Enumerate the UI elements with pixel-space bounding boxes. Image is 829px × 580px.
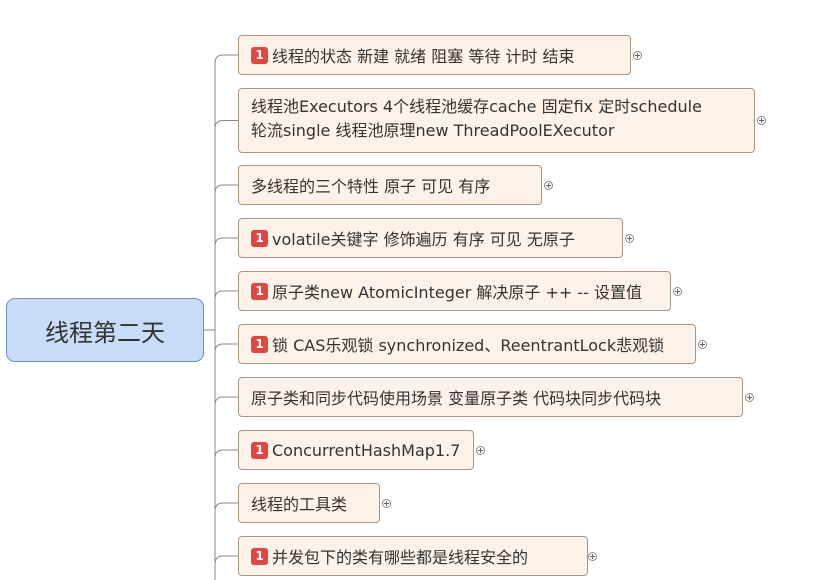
expand-icon[interactable] <box>633 51 642 60</box>
topic-atomic-class[interactable]: 1 原子类new AtomicInteger 解决原子 ++ -- 设置值 <box>238 271 671 311</box>
topic-thread-pool[interactable]: 线程池Executors 4个线程池缓存cache 固定fix 定时schedu… <box>238 88 755 153</box>
topic-usage-scenarios[interactable]: 原子类和同步代码使用场景 变量原子类 代码块同步代码块 <box>238 377 743 417</box>
expand-icon[interactable] <box>544 181 553 190</box>
topic-concurrent-package[interactable]: 1 并发包下的类有哪些都是线程安全的 <box>238 536 588 576</box>
topic-label-line-1: 线程池Executors 4个线程池缓存cache 固定fix 定时schedu… <box>251 97 702 116</box>
branch-connector <box>214 396 238 406</box>
priority-1-icon: 1 <box>251 46 268 64</box>
priority-1-icon: 1 <box>251 335 268 353</box>
topic-label: ConcurrentHashMap1.7 <box>272 440 461 460</box>
branch-connector <box>214 555 238 565</box>
priority-1-icon: 1 <box>251 441 268 459</box>
branch-connector <box>214 237 238 247</box>
topic-thread-states[interactable]: 1 线程的状态 新建 就绪 阻塞 等待 计时 结束 <box>238 35 631 75</box>
branch-connector <box>214 290 238 300</box>
topic-label-line-2: 轮流single 线程池原理new ThreadPoolEXecutor <box>251 121 615 140</box>
topic-label: 线程的状态 新建 就绪 阻塞 等待 计时 结束 <box>272 47 575 66</box>
expand-icon[interactable] <box>588 552 597 561</box>
branch-connector <box>214 502 238 512</box>
topic-label: 并发包下的类有哪些都是线程安全的 <box>272 548 529 567</box>
expand-icon[interactable] <box>698 340 707 349</box>
branch-connector <box>214 184 238 194</box>
topic-locks[interactable]: 1 锁 CAS乐观锁 synchronized、ReentrantLock悲观锁 <box>238 324 696 364</box>
topic-concurrent-hashmap[interactable]: 1 ConcurrentHashMap1.7 <box>238 430 474 470</box>
branch-connector <box>214 343 238 353</box>
priority-1-icon: 1 <box>251 547 268 565</box>
topic-label: 锁 CAS乐观锁 synchronized、ReentrantLock悲观锁 <box>272 336 665 355</box>
topic-volatile[interactable]: 1 volatile关键字 修饰遍历 有序 可见 无原子 <box>238 218 623 258</box>
branch-connector <box>214 54 238 64</box>
topic-three-properties[interactable]: 多线程的三个特性 原子 可见 有序 <box>238 165 542 205</box>
topic-label: volatile关键字 修饰遍历 有序 可见 无原子 <box>272 230 575 249</box>
expand-icon[interactable] <box>745 393 754 402</box>
topic-label: 多线程的三个特性 原子 可见 有序 <box>251 177 491 196</box>
priority-1-icon: 1 <box>251 229 268 247</box>
expand-icon[interactable] <box>673 287 682 296</box>
topic-label: 原子类和同步代码使用场景 变量原子类 代码块同步代码块 <box>251 389 662 408</box>
topic-label: 线程的工具类 <box>251 495 348 514</box>
topic-thread-utilities[interactable]: 线程的工具类 <box>238 483 380 523</box>
branch-connector <box>214 449 238 459</box>
branch-connector <box>214 120 238 129</box>
expand-icon[interactable] <box>757 116 766 125</box>
expand-icon[interactable] <box>625 234 634 243</box>
expand-icon[interactable] <box>382 499 391 508</box>
expand-icon[interactable] <box>476 446 485 455</box>
central-topic-label: 线程第二天 <box>45 318 165 347</box>
priority-1-icon: 1 <box>251 282 268 300</box>
topic-label: 原子类new AtomicInteger 解决原子 ++ -- 设置值 <box>272 283 642 302</box>
central-topic[interactable]: 线程第二天 <box>6 298 204 362</box>
